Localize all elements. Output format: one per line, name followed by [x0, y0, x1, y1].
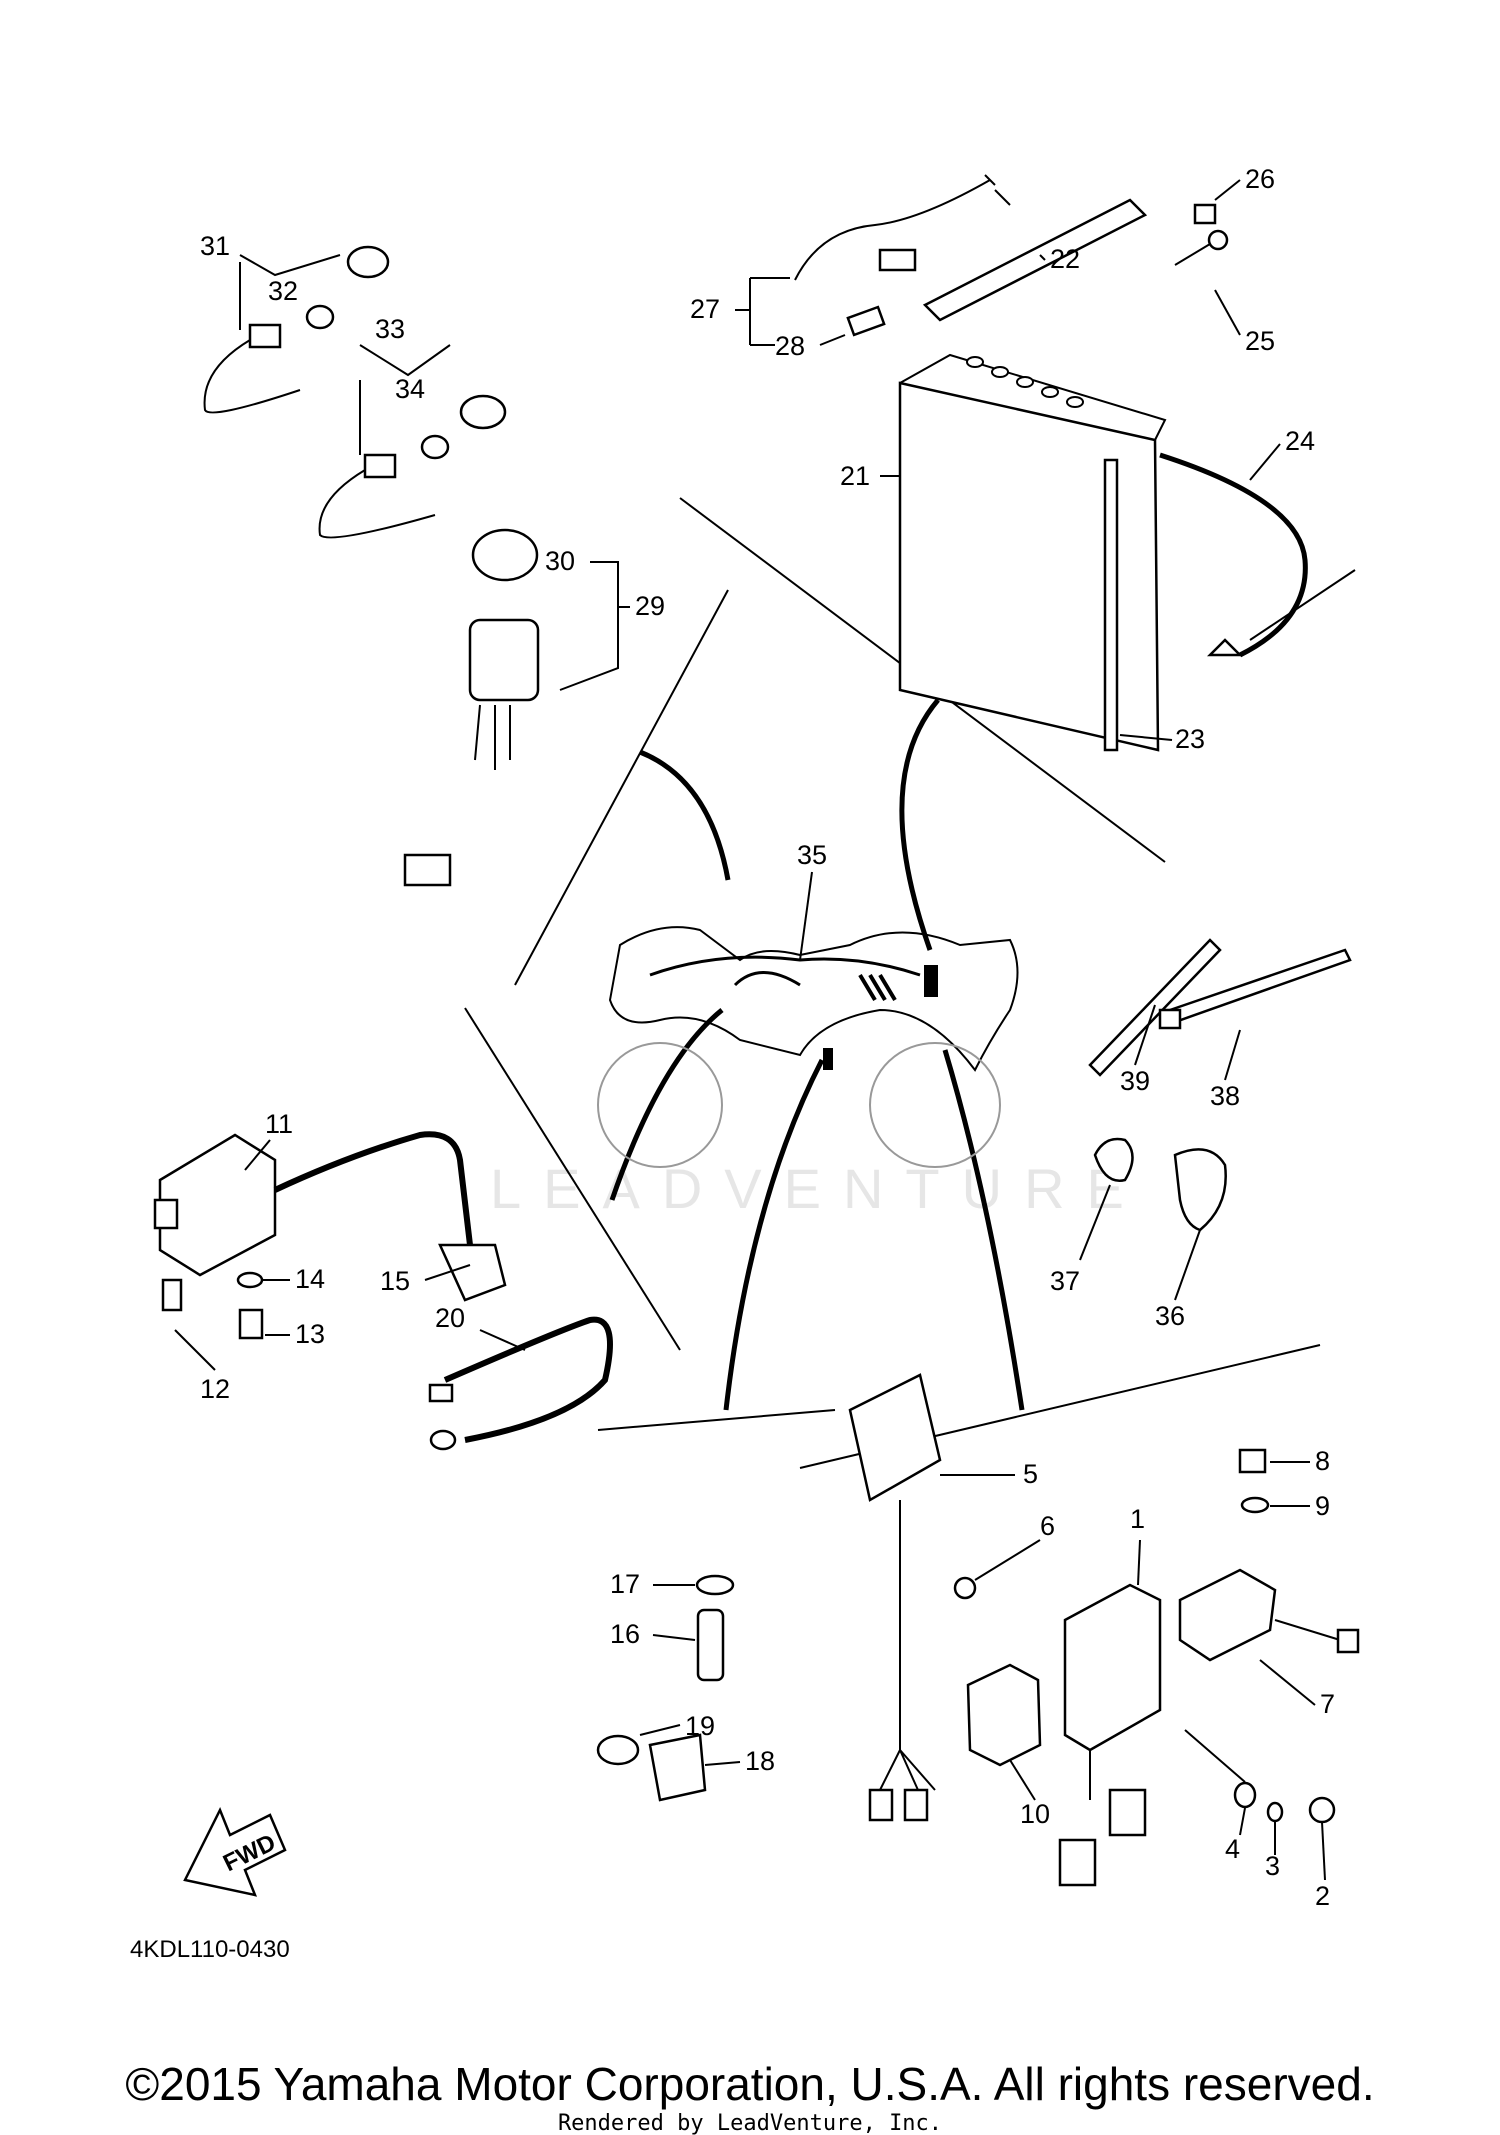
battery-band[interactable]: [922, 198, 1148, 322]
coil-washer[interactable]: [236, 1271, 264, 1289]
fuse-holder[interactable]: [794, 174, 1011, 337]
part-label-15: 15: [380, 1266, 410, 1296]
battery-bolt[interactable]: [1174, 203, 1229, 266]
part-label-34: 34: [395, 374, 425, 404]
part-label-32: 32: [268, 276, 298, 306]
part-label-25: 25: [1245, 326, 1275, 356]
part-label-39: 39: [1120, 1066, 1150, 1096]
forward-arrow-icon: FWD: [183, 1806, 287, 1897]
rectifier-regulator[interactable]: [848, 1373, 977, 1822]
part-label-38: 38: [1210, 1081, 1240, 1111]
part-label-6: 6: [1040, 1511, 1055, 1541]
part-label-3: 3: [1265, 1851, 1280, 1881]
part-label-11: 11: [265, 1109, 293, 1139]
callout-arrows: [609, 698, 1025, 1411]
battery-cable[interactable]: [1159, 452, 1356, 658]
part-label-37: 37: [1050, 1266, 1080, 1296]
battery[interactable]: [898, 353, 1167, 752]
part-label-1: 1: [1130, 1504, 1145, 1534]
coil-bolt[interactable]: [161, 1278, 183, 1312]
part-label-13: 13: [295, 1319, 325, 1349]
relay-washer[interactable]: [1240, 1496, 1270, 1514]
part-label-33: 33: [375, 314, 405, 344]
ignition-coil[interactable]: [153, 1131, 507, 1302]
starter-relay[interactable]: [1178, 1568, 1360, 1662]
part-label-7: 7: [1320, 1689, 1335, 1719]
temperature-sensor[interactable]: [203, 245, 507, 539]
part-label-28: 28: [775, 331, 805, 361]
part-label-30: 30: [545, 546, 575, 576]
ground-lead[interactable]: [428, 1316, 613, 1451]
part-label-29: 29: [635, 591, 665, 621]
vehicle-outline: 35: [597, 840, 1019, 1168]
part-label-8: 8: [1315, 1446, 1330, 1476]
part-label-10: 10: [1020, 1799, 1050, 1829]
part-label-21: 21: [840, 461, 870, 491]
part-label-24: 24: [1285, 426, 1315, 456]
part-label-22: 22: [1050, 244, 1080, 274]
part-label-19: 19: [685, 1711, 715, 1741]
diagram-code: 4KDL110-0430: [130, 1936, 290, 1963]
copyright-notice: ©2015 Yamaha Motor Corporation, U.S.A. A…: [125, 2058, 1374, 2110]
part-label-16: 16: [610, 1619, 640, 1649]
part-label-5: 5: [1023, 1459, 1038, 1489]
part-label-2: 2: [1315, 1881, 1330, 1911]
part-label-27: 27: [690, 294, 720, 324]
part-label-26: 26: [1245, 164, 1275, 194]
part-label-31: 31: [200, 231, 230, 261]
part-label-35: 35: [797, 840, 827, 870]
part-label-23: 23: [1175, 724, 1205, 754]
coil-nut[interactable]: [238, 1308, 264, 1340]
neutral-switch[interactable]: [596, 1574, 735, 1802]
relay-nut[interactable]: [1238, 1448, 1267, 1474]
rendered-by-notice: Rendered by LeadVenture, Inc.: [558, 2111, 942, 2135]
part-label-18: 18: [745, 1746, 775, 1776]
main-switch[interactable]: [403, 528, 540, 887]
part-label-17: 17: [610, 1569, 640, 1599]
part-label-36: 36: [1155, 1301, 1185, 1331]
part-label-20: 20: [435, 1303, 465, 1333]
watermark: LEADVENTURE: [490, 1157, 1146, 1220]
relay[interactable]: [966, 1663, 1042, 1767]
part-label-14: 14: [295, 1264, 325, 1294]
part-label-9: 9: [1315, 1491, 1330, 1521]
part-label-4: 4: [1225, 1834, 1240, 1864]
part-label-12: 12: [200, 1374, 230, 1404]
cdi-unit[interactable]: [1058, 1583, 1336, 1887]
